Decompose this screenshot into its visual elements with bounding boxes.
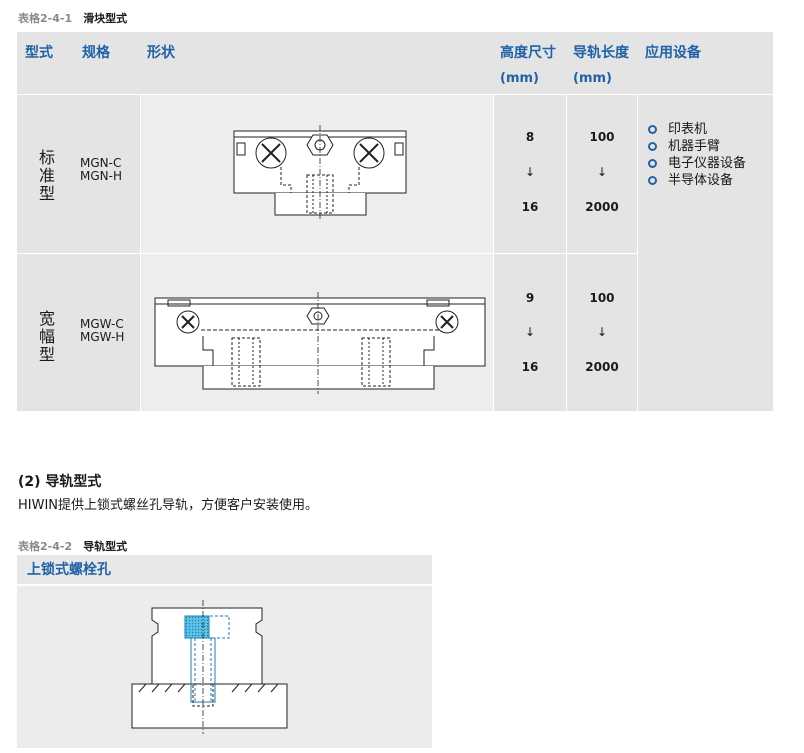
row2-length-cell: 100 ↓ 2000 xyxy=(567,254,637,411)
row1-label-cell: 标准型 MGN-C MGN-H xyxy=(17,95,140,253)
table1-caption-number: 表格2-4-1 xyxy=(18,12,73,25)
header-height: 高度尺寸 xyxy=(500,45,556,61)
row2-label-cell: 宽幅型 MGW-C MGW-H xyxy=(17,254,140,411)
bullet-icon xyxy=(648,125,657,134)
application-item: 半导体设备 xyxy=(644,172,746,189)
row1-height-max: 16 xyxy=(521,200,539,214)
row1-height-min: 8 xyxy=(525,130,535,144)
row1-drawing-cell xyxy=(141,95,493,253)
header-type: 型式 xyxy=(25,45,53,61)
row2-spec-line2: MGW-H xyxy=(80,330,125,344)
wide-block-drawing xyxy=(154,292,486,394)
row1-height-cell: 8 ↓ 16 xyxy=(494,95,566,253)
table1-header: 型式 规格 形状 高度尺寸 (mm) 导轨长度 (mm) 应用设备 xyxy=(17,32,773,94)
row2-length-min: 100 xyxy=(589,291,615,305)
row1-spec-line1: MGN-C xyxy=(80,156,122,170)
header-application: 应用设备 xyxy=(645,45,701,61)
table2-caption-title: 导轨型式 xyxy=(83,540,128,553)
section-body: HIWIN提供上锁式螺丝孔导轨，方便客户安装使用。 xyxy=(18,498,319,513)
applications-list: 印表机 机器手臂 电子仪器设备 半导体设备 xyxy=(644,121,746,189)
row2-height-arrow: ↓ xyxy=(524,325,536,339)
table2-caption-number: 表格2-4-2 xyxy=(18,540,73,553)
row1-length-arrow: ↓ xyxy=(596,165,608,179)
bullet-icon xyxy=(648,142,657,151)
table1-caption: 表格2-4-1 滑块型式 xyxy=(18,7,127,26)
header-length: 导轨长度 xyxy=(573,45,629,61)
table2-caption: 表格2-4-2 导轨型式 xyxy=(18,535,127,554)
row1-spec: MGN-C MGN-H xyxy=(80,157,122,183)
top-locking-rail-drawing xyxy=(131,600,288,734)
table1-caption-title: 滑块型式 xyxy=(83,12,128,25)
application-item: 电子仪器设备 xyxy=(644,155,746,172)
applications-cell: 印表机 机器手臂 电子仪器设备 半导体设备 xyxy=(638,95,773,411)
row2-type: 宽幅型 xyxy=(38,309,55,364)
row1-spec-line2: MGN-H xyxy=(80,169,122,183)
header-spec: 规格 xyxy=(82,45,110,61)
section-title: (2) 导轨型式 xyxy=(18,474,102,490)
application-item: 机器手臂 xyxy=(644,138,746,155)
table2-header-label: 上锁式螺栓孔 xyxy=(27,562,111,578)
rail-drawing-cell xyxy=(17,586,432,748)
header-shape: 形状 xyxy=(147,45,175,61)
row2-drawing-cell xyxy=(141,254,493,411)
row2-height-min: 9 xyxy=(525,291,535,305)
header-height-unit: (mm) xyxy=(500,71,539,86)
row2-height-max: 16 xyxy=(521,360,539,374)
row1-type: 标准型 xyxy=(38,148,55,203)
row2-spec: MGW-C MGW-H xyxy=(80,318,124,344)
bullet-icon xyxy=(648,176,657,185)
standard-block-drawing xyxy=(233,125,407,220)
bullet-icon xyxy=(648,159,657,168)
row1-length-min: 100 xyxy=(589,130,615,144)
row2-length-arrow: ↓ xyxy=(596,325,608,339)
row2-height-cell: 9 ↓ 16 xyxy=(494,254,566,411)
row2-length-max: 2000 xyxy=(585,360,619,374)
row1-length-max: 2000 xyxy=(585,200,619,214)
row1-height-arrow: ↓ xyxy=(524,165,536,179)
row2-spec-line1: MGW-C xyxy=(80,317,124,331)
header-length-unit: (mm) xyxy=(573,71,612,86)
application-item: 印表机 xyxy=(644,121,746,138)
row1-length-cell: 100 ↓ 2000 xyxy=(567,95,637,253)
table2-header: 上锁式螺栓孔 xyxy=(17,555,432,584)
